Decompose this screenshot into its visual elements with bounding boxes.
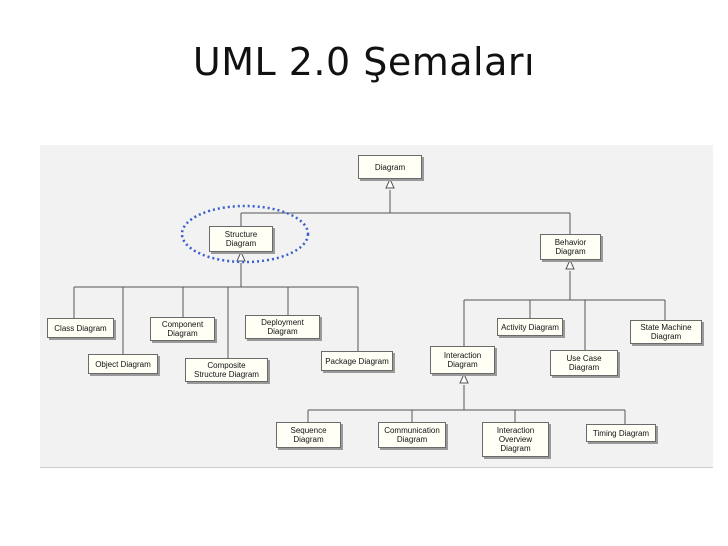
node-package-diagram: Package Diagram xyxy=(321,351,393,371)
node-interaction-diagram: Interaction Diagram xyxy=(430,346,495,374)
node-object-diagram: Object Diagram xyxy=(88,354,158,374)
node-deployment-diagram: Deployment Diagram xyxy=(245,315,320,339)
node-communication-diagram: Communication Diagram xyxy=(378,422,446,448)
node-timing-diagram: Timing Diagram xyxy=(586,424,656,442)
node-state-machine-diagram: State Machine Diagram xyxy=(630,320,702,344)
node-interaction-overview-diagram: Interaction Overview Diagram xyxy=(482,422,549,457)
node-class-diagram: Class Diagram xyxy=(47,318,114,338)
structure-highlight-ellipse xyxy=(180,204,310,264)
node-behavior-diagram: Behavior Diagram xyxy=(540,234,601,260)
node-component-diagram: Component Diagram xyxy=(150,317,215,341)
node-composite-structure-diagram: Composite Structure Diagram xyxy=(185,358,268,382)
node-use-case-diagram: Use Case Diagram xyxy=(550,350,618,376)
connector-lines xyxy=(73,177,666,424)
node-sequence-diagram: Sequence Diagram xyxy=(276,422,341,448)
slide-title: UML 2.0 Şemaları xyxy=(192,40,536,84)
uml-diagram-hierarchy: Diagram Structure Diagram Behavior Diagr… xyxy=(40,145,713,468)
node-structure-diagram: Structure Diagram xyxy=(209,226,273,252)
node-diagram: Diagram xyxy=(358,155,422,179)
node-activity-diagram: Activity Diagram xyxy=(497,318,563,336)
